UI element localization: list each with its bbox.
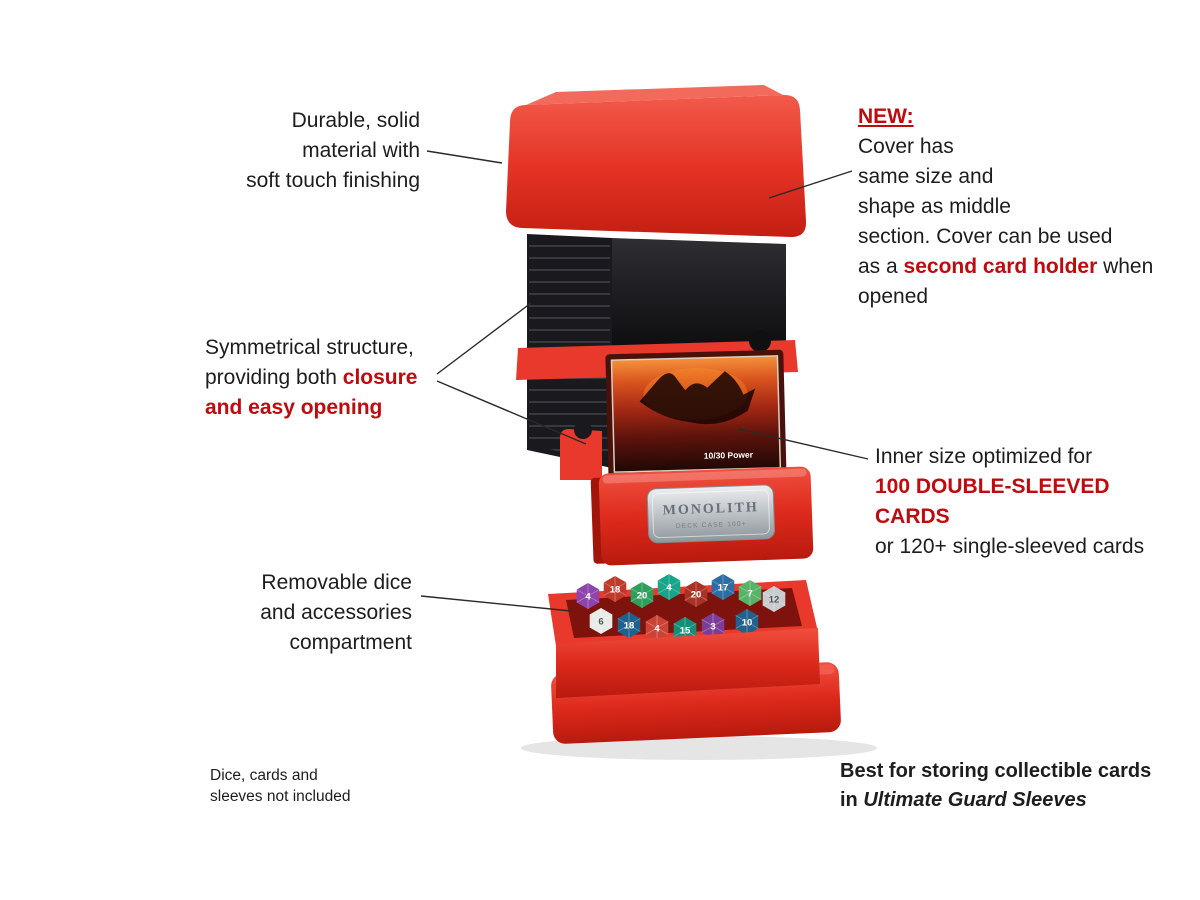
die-number: 3: [710, 622, 715, 633]
annotation-line: Dice, cards and: [210, 767, 318, 784]
die: 3: [701, 612, 725, 640]
metal-plate: [646, 484, 776, 544]
annotation-line: in Ultimate Guard Sleeves: [840, 786, 1160, 815]
thumb-notch-front: [574, 421, 592, 439]
annotation-line: 100 DOUBLE-SLEEVED CARDS: [875, 475, 1110, 528]
die: 20: [684, 580, 708, 608]
case-base: MONOLITH DECK CASE 100+: [590, 466, 814, 566]
annotation-durable: Durable, solid material with soft touch …: [140, 106, 420, 196]
die-number: 4: [654, 624, 660, 635]
annotation-line: shape as middle: [858, 195, 1011, 218]
card-stack: [527, 234, 786, 468]
annotation-line: Best for storing collectible cards: [840, 760, 1152, 782]
die: 18: [617, 611, 641, 639]
annotation-line: providing both closure: [205, 363, 445, 393]
die-number: 10: [742, 618, 753, 629]
leader-line-dice-tray: [420, 595, 572, 612]
text-run: as a: [858, 255, 904, 278]
annotation-capacity: Inner size optimized for 100 DOUBLE-SLEE…: [875, 442, 1185, 562]
die-number: 18: [610, 585, 621, 596]
leader-line-symmetry-lower: [436, 380, 587, 445]
plate-subtitle-text: DECK CASE 100+: [676, 521, 747, 530]
annotation-best-for: Best for storing collectible cards in Ul…: [840, 757, 1160, 815]
annotation-line: as a second card holder when opened: [858, 252, 1198, 312]
die: 17: [711, 573, 735, 601]
annotation-disclaimer: Dice, cards and sleeves not included: [210, 765, 430, 807]
middle-section-front-rim: [560, 421, 602, 480]
annotation-line: soft touch finishing: [246, 169, 420, 192]
annotation-cover-new: NEW: Cover has same size and shape as mi…: [858, 102, 1198, 312]
card-stack-top: [612, 238, 786, 358]
cover: [506, 85, 807, 237]
cover-front-face: [506, 94, 807, 237]
thumb-notch-back: [749, 330, 771, 352]
die-number: 15: [680, 626, 691, 637]
text-run: when opened: [858, 255, 1154, 308]
ground-shadow: [521, 736, 877, 760]
annotation-heading-new: NEW:: [858, 105, 914, 128]
highlight-run: closure: [342, 366, 418, 389]
annotation-line: Symmetrical structure,: [205, 336, 414, 359]
leader-line-cover-new: [768, 170, 853, 199]
die: 4: [657, 573, 681, 601]
annotation-dice-tray: Removable dice and accessories compartme…: [232, 568, 412, 658]
cover-top-face: [526, 85, 783, 105]
dice-group: 4 18 20 4 20 17 7 12 6 18 4 15 3 10: [576, 573, 786, 644]
die: 7: [738, 579, 762, 607]
annotation-line: compartment: [289, 631, 412, 654]
annotation-line: and easy opening: [205, 396, 383, 419]
die-number: 12: [769, 595, 780, 606]
leader-lines: [420, 150, 869, 612]
annotation-line: or 120+ single-sleeved cards: [875, 535, 1145, 558]
die-number: 4: [666, 583, 672, 594]
die: 15: [673, 616, 697, 644]
die: 18: [603, 575, 627, 603]
front-card: 10/30 Power: [605, 349, 787, 485]
die: 6: [589, 607, 613, 635]
metal-plate-inner-border: [651, 489, 770, 539]
die: 20: [630, 581, 654, 609]
tray-front-wall: [556, 628, 820, 698]
die: 4: [645, 614, 669, 642]
plate-title-text: MONOLITH: [662, 500, 759, 518]
annotation-line: Removable dice: [261, 571, 412, 594]
die: 4: [576, 582, 600, 610]
leader-line-symmetry-upper: [436, 302, 532, 375]
annotation-line: section. Cover can be used: [858, 225, 1113, 248]
die-number: 17: [718, 583, 729, 594]
die: 10: [735, 608, 759, 636]
annotation-line: Durable, solid: [291, 109, 420, 132]
front-rim-tab: [560, 429, 602, 480]
dice-tray: 4 18 20 4 20 17 7 12 6 18 4 15 3 10: [548, 573, 820, 698]
die-number: 6: [598, 617, 603, 628]
annotation-line: material with: [302, 139, 420, 162]
text-run: in: [840, 789, 864, 811]
die-number: 7: [747, 589, 752, 600]
annotation-line: same size and: [858, 165, 994, 188]
die-number: 20: [691, 590, 702, 601]
highlight-run: second card holder: [903, 255, 1098, 278]
leader-line-durable: [426, 150, 503, 164]
base-top-highlight: [602, 468, 807, 484]
annotation-line: and accessories: [260, 601, 412, 624]
die: 12: [762, 585, 786, 613]
leader-line-capacity: [738, 428, 869, 460]
die-number: 4: [585, 592, 591, 603]
dragon-silhouette: [639, 371, 756, 425]
die-number: 18: [624, 621, 635, 632]
annotation-line: Inner size optimized for: [875, 445, 1093, 468]
text-run: providing both: [205, 366, 343, 389]
annotation-line: Cover has: [858, 135, 954, 158]
italic-run: Ultimate Guard Sleeves: [863, 789, 1087, 811]
annotation-line: sleeves not included: [210, 788, 351, 805]
die-number: 20: [637, 591, 648, 602]
annotation-symmetry: Symmetrical structure, providing both cl…: [205, 333, 445, 423]
card-stat-text: 10/30 Power: [704, 450, 754, 461]
